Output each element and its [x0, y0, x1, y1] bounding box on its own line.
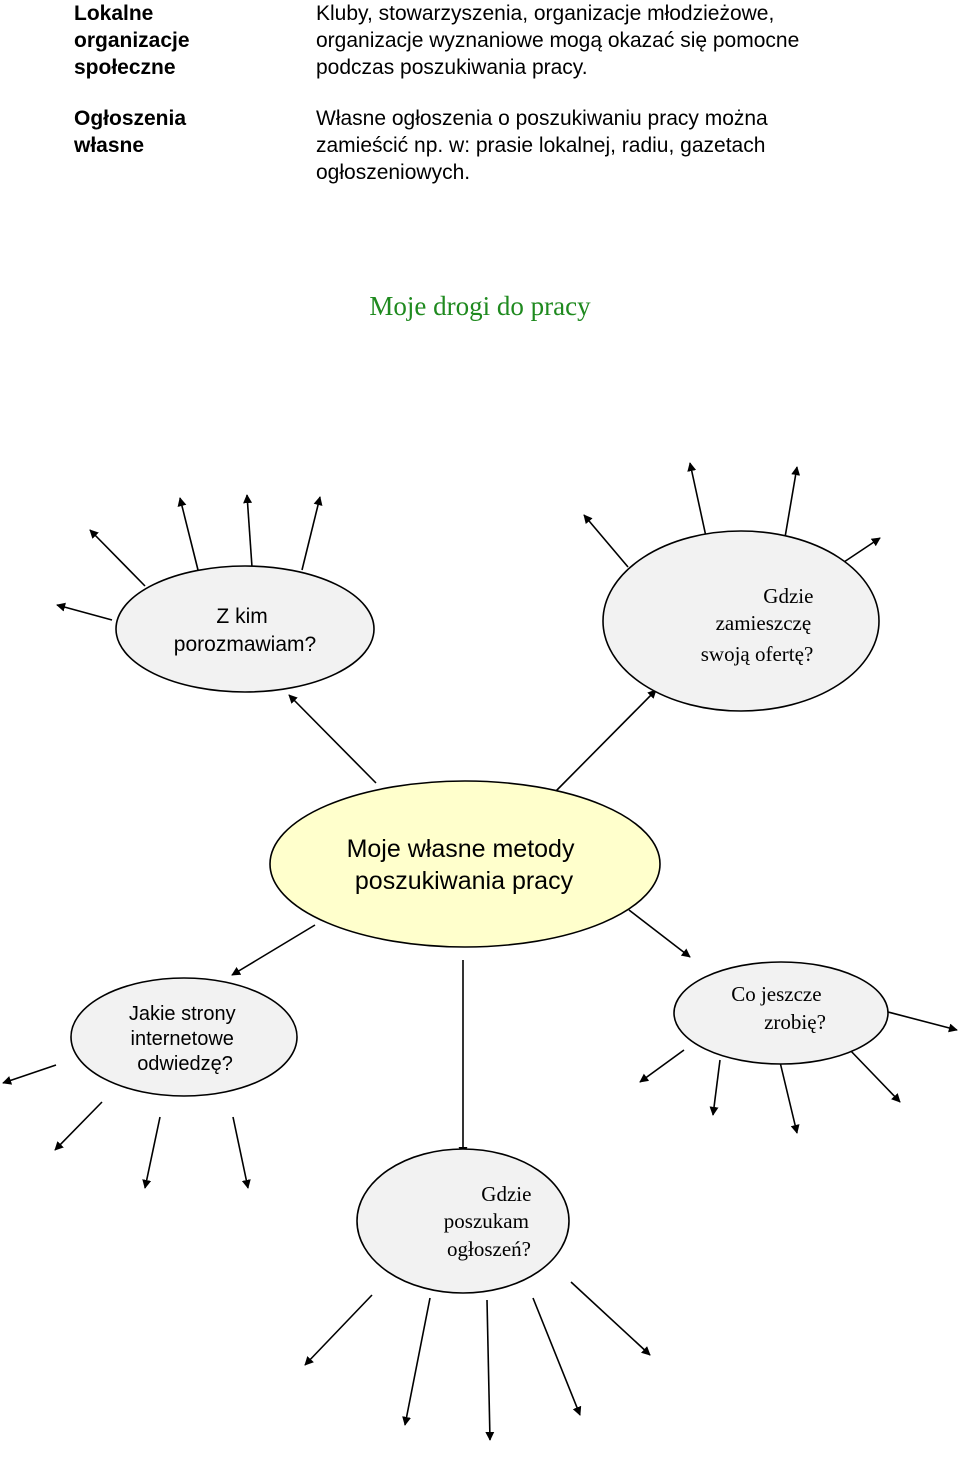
term-own-ads: Ogłoszenia własne [74, 107, 187, 157]
arrow-center-to-co-jeszcze [628, 909, 691, 958]
desc-own-ads: Własne ogłoszenia o poszukiwaniu pracy m… [316, 105, 930, 186]
arrow-center-to-gdzie-zamieszcze [553, 689, 657, 794]
node-gdzie-zamieszcze [602, 530, 880, 712]
co-jeszcze-arrows [639, 1011, 958, 1134]
node-jakie-strony [70, 977, 298, 1097]
desc-line: Kluby, stowarzyszenia, organizacje młodz… [316, 2, 775, 25]
node-co-jeszcze [673, 961, 889, 1065]
node-gdzie-poszukam [356, 1148, 570, 1294]
desc-local-organizations: Kluby, stowarzyszenia, organizacje młodz… [316, 0, 930, 81]
label-z-kim: Z kim porozmawiam? [174, 605, 316, 656]
center-arrows [231, 689, 691, 1156]
zkim-arrows [56, 494, 323, 621]
desc-line: podczas poszukiwania pracy. [316, 56, 588, 79]
arrow-center-to-zkim [288, 694, 377, 784]
term-local-organizations: Lokalne organizacje społeczne [74, 2, 190, 79]
desc-line: ogłoszeniowych. [316, 161, 471, 184]
label-center: Moje własne metody poszukiwania pracy [347, 835, 582, 895]
desc-line: zamieścić np. w: prasie lokalnej, radiu,… [316, 134, 766, 157]
desc-line: organizacje wyznaniowe mogą okazać się p… [316, 29, 800, 52]
node-center [269, 780, 661, 948]
label-gdzie-zamieszcze: Gdzie zamieszczę swoją ofertę? [701, 584, 819, 666]
jakie-strony-arrows [2, 1064, 251, 1189]
label-jakie-strony: Jakie strony internetowe odwiedzę? [129, 1003, 241, 1075]
desc-line: Własne ogłoszenia o poszukiwaniu pracy m… [316, 107, 768, 130]
label-gdzie-poszukam: Gdzie poszukam ogłoszeń? [444, 1182, 537, 1261]
diagram-title: Moje drogi do pracy [369, 291, 591, 321]
node-z-kim [115, 565, 375, 693]
arrow-center-to-jakie-strony [231, 924, 316, 976]
label-co-jeszcze: Co jeszcze zrobię? [731, 982, 827, 1034]
gdzie-poszukam-arrows [304, 1281, 651, 1441]
